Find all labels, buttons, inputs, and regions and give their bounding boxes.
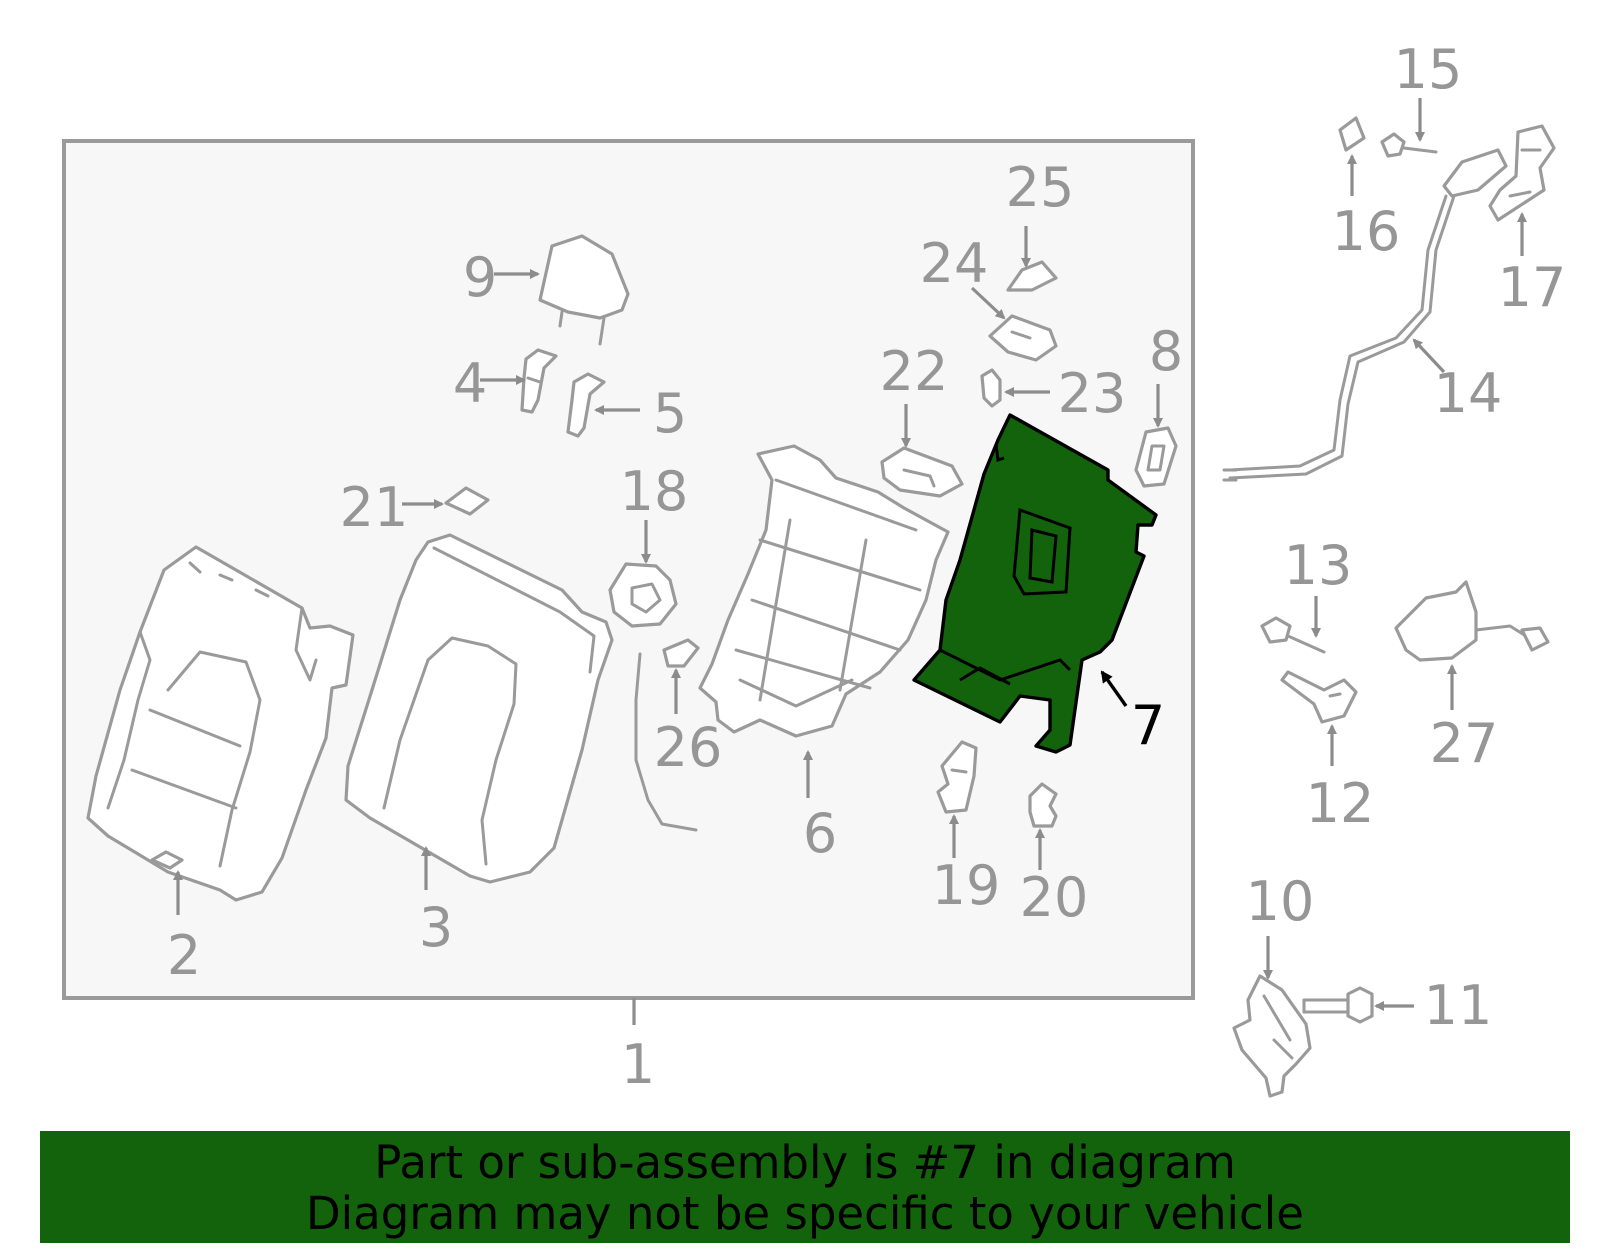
part-12-bracket	[1280, 670, 1358, 724]
callout-15: 15	[1394, 38, 1463, 101]
part-22-bracket	[880, 446, 964, 498]
callout-14: 14	[1434, 362, 1503, 425]
callout-26: 26	[654, 716, 723, 779]
part-27-bracket	[1394, 580, 1550, 662]
info-banner: Part or sub-assembly is #7 in diagram Di…	[40, 1131, 1570, 1243]
leader-7	[1100, 670, 1128, 707]
callout-3: 3	[419, 896, 453, 959]
callout-9: 9	[463, 246, 497, 309]
callout-19: 19	[932, 854, 1001, 917]
callout-13: 13	[1284, 534, 1353, 597]
banner-line-part: Part or sub-assembly is #7 in diagram	[374, 1136, 1236, 1189]
part-6-seatback-frame	[698, 444, 950, 738]
part-18-latch	[608, 562, 678, 628]
part-10-bracket	[1232, 974, 1312, 1098]
part-9-headrest	[538, 234, 630, 346]
part-20-clip	[1028, 782, 1058, 828]
part-13-bolt	[1260, 616, 1326, 654]
part-23-clip	[980, 368, 1002, 408]
callout-7: 7	[1131, 694, 1165, 757]
part-16-cap	[1338, 116, 1366, 152]
leader-24	[970, 286, 1006, 320]
part-24-bracket	[988, 314, 1058, 362]
callout-17: 17	[1498, 256, 1567, 319]
callout-12: 12	[1306, 772, 1375, 835]
callout-21: 21	[340, 476, 409, 539]
part-15-bolt	[1380, 132, 1438, 158]
part-26-cable	[634, 638, 700, 832]
callout-8: 8	[1149, 320, 1183, 383]
part-7-highlighted	[912, 413, 1158, 754]
part-8-cover	[1134, 426, 1178, 488]
callout-16: 16	[1332, 200, 1401, 263]
part-21-clip	[444, 486, 490, 516]
callout-25: 25	[1006, 156, 1075, 219]
leader-14	[1412, 338, 1446, 374]
callout-5: 5	[653, 382, 687, 445]
part-5-headrest-guide	[566, 372, 606, 438]
callout-22: 22	[880, 340, 949, 403]
callout-6: 6	[803, 802, 837, 865]
part-11-bolt	[1302, 986, 1374, 1024]
callout-1: 1	[621, 1033, 655, 1096]
part-17-bracket	[1488, 124, 1556, 222]
callout-10: 10	[1246, 870, 1315, 933]
callout-27: 27	[1430, 712, 1499, 775]
part-2-seatback-cushion	[86, 545, 355, 902]
callout-20: 20	[1020, 866, 1089, 929]
callout-18: 18	[620, 460, 689, 523]
callout-4: 4	[453, 352, 487, 415]
callout-23: 23	[1058, 362, 1127, 425]
part-25-cap	[1006, 260, 1058, 292]
part-3-seatback-cover	[344, 533, 614, 884]
callout-24: 24	[920, 232, 989, 295]
part-4-headrest-guide	[520, 348, 558, 414]
part-14-cable	[1222, 148, 1508, 482]
part-19-bracket	[936, 740, 978, 814]
callout-2: 2	[167, 924, 201, 987]
callout-11: 11	[1424, 974, 1493, 1037]
banner-line-disclaimer: Diagram may not be specific to your vehi…	[306, 1187, 1304, 1240]
